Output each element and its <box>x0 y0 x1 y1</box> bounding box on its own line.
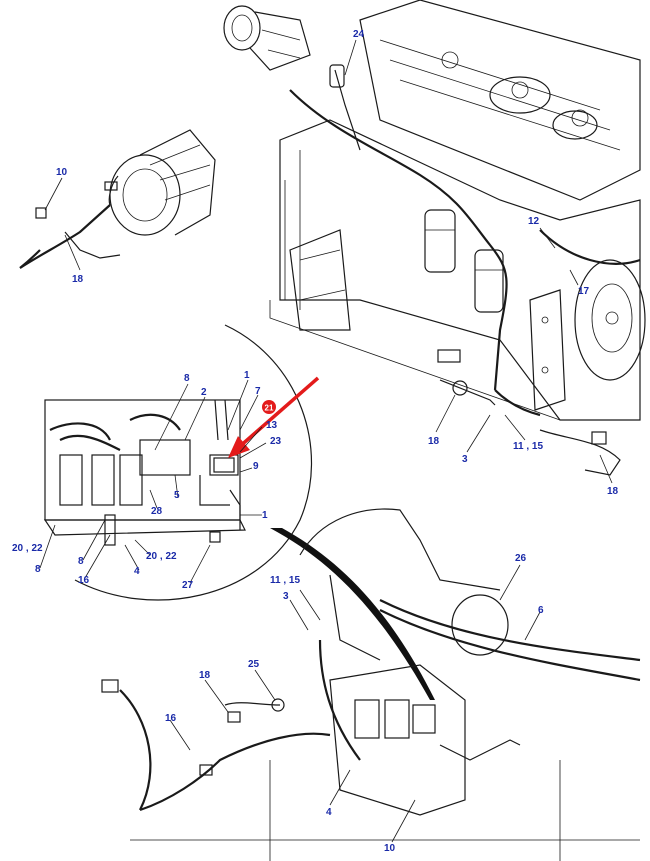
callout-24: 24 <box>353 29 365 40</box>
callout-18-right: 18 <box>607 486 619 497</box>
callout-18-bottom: 18 <box>199 670 211 681</box>
callout-10-bottom: 10 <box>384 843 396 854</box>
engine-illustration <box>223 0 646 476</box>
callout-6: 6 <box>538 605 544 616</box>
callout-9-inset: 9 <box>253 461 259 472</box>
lower-assembly <box>101 508 641 861</box>
highlight-badge-text: 21 <box>265 404 274 413</box>
callout-8-inner: 8 <box>78 556 84 567</box>
callout-27-inset: 27 <box>182 580 194 591</box>
callout-12: 12 <box>528 216 540 227</box>
callout-11-15-bottom: 11 , 15 <box>270 575 300 586</box>
callout-16-bottom: 16 <box>165 713 177 724</box>
callout-8-left: 8 <box>35 564 41 575</box>
callout-3-mid: 3 <box>462 454 468 465</box>
callout-20-22-left: 20 , 22 <box>12 543 43 554</box>
callout-2-inset: 2 <box>201 387 207 398</box>
callout-18-mid: 18 <box>428 436 440 447</box>
alternator-illustration <box>19 129 216 269</box>
callout-8-inset: 8 <box>184 373 190 384</box>
callout-10-top: 10 <box>56 167 68 178</box>
callout-1-inset-top: 1 <box>244 370 250 381</box>
callout-23-inset: 23 <box>270 436 282 447</box>
callout-20-22-inset: 20 , 22 <box>146 551 177 562</box>
callout-3-bottom: 3 <box>283 591 289 602</box>
callout-4-bottom: 4 <box>326 807 332 818</box>
callout-17: 17 <box>578 286 590 297</box>
callout-7-inset: 7 <box>255 386 261 397</box>
callout-5-inset: 5 <box>174 490 180 501</box>
highlight-arrow <box>228 376 320 458</box>
callout-1-inset-bottom: 1 <box>262 510 268 521</box>
highlight-badge: 21 <box>262 400 276 414</box>
callout-16-inset: 16 <box>78 575 90 586</box>
callout-13-inset: 13 <box>266 420 278 431</box>
leader-lines <box>39 39 613 843</box>
detail-inset <box>43 324 313 601</box>
callout-18-top: 18 <box>72 274 84 285</box>
callout-28-inset: 28 <box>151 506 163 517</box>
callout-labels: 24 10 18 12 17 18 3 11 , 15 18 8 2 1 7 1… <box>12 29 619 854</box>
callout-26: 26 <box>515 553 527 564</box>
callout-4-inset: 4 <box>134 566 140 577</box>
callout-11-15-mid: 11 , 15 <box>513 441 543 452</box>
callout-25: 25 <box>248 659 260 670</box>
